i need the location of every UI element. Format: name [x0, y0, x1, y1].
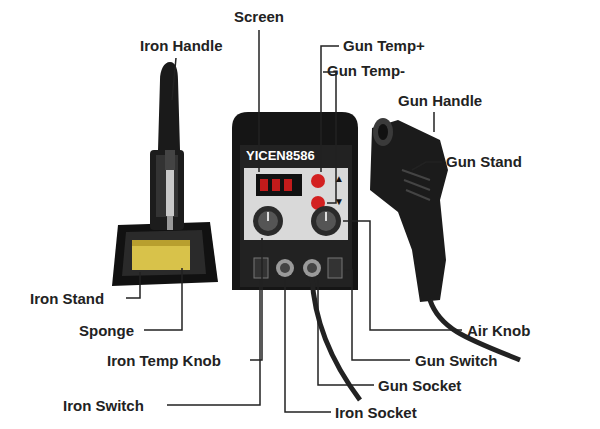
part-label: Gun Switch [415, 352, 498, 369]
part-label: Iron Stand [30, 290, 104, 307]
part-label: Iron Switch [63, 397, 144, 414]
part-label: Gun Temp- [327, 62, 405, 79]
part-label: Iron Socket [335, 404, 417, 421]
soldering-iron [158, 62, 180, 230]
brand-text: YICEN8586 [246, 149, 315, 164]
panel-symbol: ▲ [334, 173, 344, 185]
part-label: Gun Handle [398, 92, 482, 109]
part-label: Iron Handle [140, 37, 223, 54]
part-label: Screen [234, 8, 284, 25]
part-label: Sponge [79, 322, 134, 339]
part-label: Gun Socket [378, 377, 461, 394]
iron-stand [112, 150, 218, 286]
station-body [232, 112, 360, 400]
part-label: Gun Stand [446, 153, 522, 170]
part-label: Air Knob [467, 322, 530, 339]
part-label: Iron Temp Knob [107, 352, 221, 369]
part-label: Gun Temp+ [343, 37, 425, 54]
panel-symbol: ▼ [334, 196, 344, 208]
